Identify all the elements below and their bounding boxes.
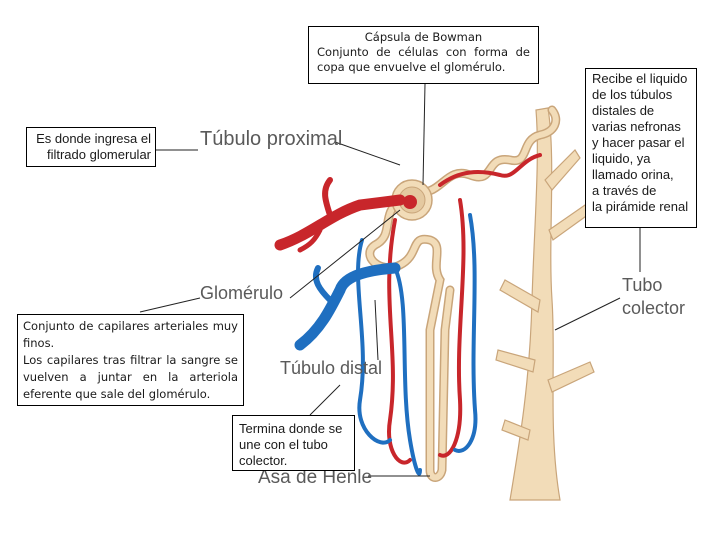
annotation-ingreso-line-1: Es donde ingresa el: [36, 131, 151, 146]
venous-vessels: [294, 213, 478, 476]
annotation-recibe-line: de los túbulos: [592, 87, 673, 102]
label-tubo-colector-line-2: colector: [622, 298, 686, 318]
annotation-capilares-line-2: Los capilares tras filtrar la sangre se …: [23, 353, 238, 401]
collecting-duct: [495, 107, 595, 501]
label-glomerulo: Glomérulo: [200, 283, 284, 303]
annotation-termina: Termina donde se une con el tubo colecto…: [232, 415, 355, 471]
annotation-capsula-bowman-title: Cápsula de Bowman: [364, 30, 483, 44]
annotation-recibe-line: la pirámide renal: [592, 199, 689, 214]
annotation-ingreso-filtrado: Es donde ingresa el filtrado glomerular: [26, 127, 156, 167]
annotation-recibe-line: distales de: [592, 103, 655, 118]
annotation-recibe-line: Recibe el liquido: [592, 71, 688, 86]
arterial-vessels: [274, 153, 542, 465]
annotation-ingreso-line-2: filtrado glomerular: [46, 147, 151, 162]
label-tubulo-distal: Túbulo distal: [280, 358, 383, 378]
annotation-recibe-line: a través de: [592, 183, 657, 198]
annotation-recibe-line: y hacer pasar el: [592, 135, 685, 150]
annotation-tubo-colector-funcion: Recibe el liquido de los túbulos distale…: [585, 68, 697, 228]
annotation-glomerulo-definicion: Conjunto de capilares arteriales muy fin…: [17, 314, 244, 406]
label-tubo-colector: Tubo colector: [622, 274, 685, 320]
annotation-recibe-line: liquido, ya: [592, 151, 651, 166]
annotation-recibe-line: varias nefronas: [592, 119, 681, 134]
label-tubo-colector-line-1: Tubo: [622, 275, 663, 295]
annotation-capilares-line-1: Conjunto de capilares arteriales muy fin…: [23, 319, 238, 350]
annotation-capsula-bowman: Cápsula de Bowman Conjunto de células co…: [308, 26, 539, 84]
label-tubulo-proximal: Túbulo proximal: [200, 128, 343, 150]
annotation-recibe-line: llamado orina,: [592, 167, 674, 182]
connector-lines: [139, 83, 641, 477]
annotation-capsula-bowman-text: Conjunto de células con forma de copa qu…: [317, 45, 530, 74]
label-asa-de-henle: Asa de Henle: [258, 467, 373, 488]
